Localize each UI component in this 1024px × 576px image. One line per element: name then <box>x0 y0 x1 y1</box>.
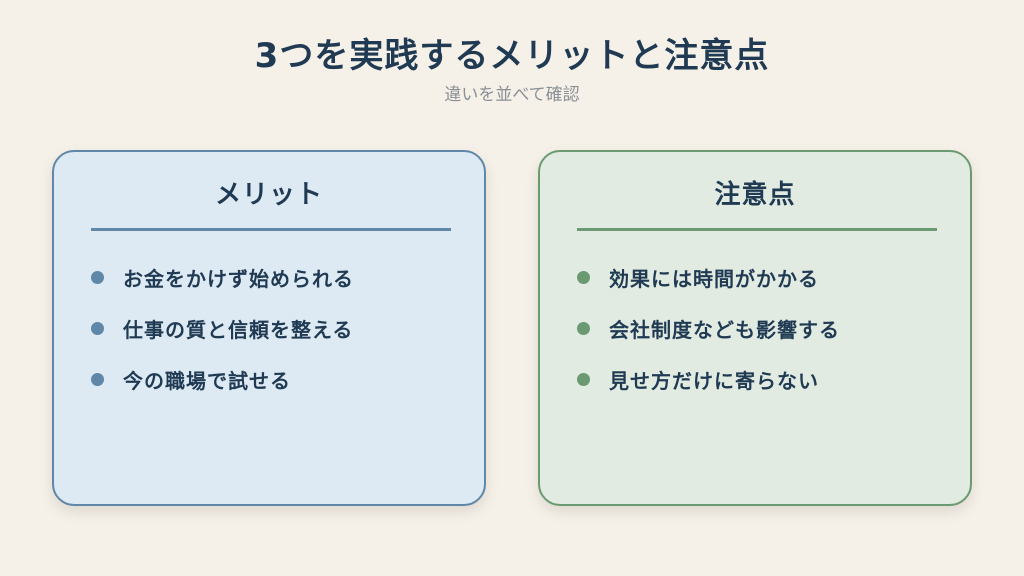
page-title: 3つを実践するメリットと注意点 <box>254 36 770 76</box>
cautions-divider <box>577 228 937 231</box>
list-item: 効果には時間がかかる <box>577 252 840 303</box>
merits-heading: メリット <box>214 180 323 210</box>
page-subtitle: 違いを並べて確認 <box>444 85 580 105</box>
list-item: お金をかけず始められる <box>91 252 354 303</box>
cautions-list: 効果には時間がかかる 会社制度なども影響する 見せ方だけに寄らない <box>577 252 840 405</box>
list-item: 仕事の質と信頼を整える <box>91 303 354 354</box>
bullet-dot-icon <box>91 373 104 386</box>
bullet-dot-icon <box>91 271 104 284</box>
bullet-dot-icon <box>577 373 590 386</box>
list-item-text: 会社制度なども影響する <box>609 318 840 342</box>
list-item-text: 仕事の質と信頼を整える <box>123 318 354 342</box>
list-item-text: お金をかけず始められる <box>123 267 354 291</box>
merits-divider <box>91 228 451 231</box>
bullet-dot-icon <box>577 322 590 335</box>
bullet-dot-icon <box>577 271 590 284</box>
cautions-heading: 注意点 <box>714 180 796 210</box>
merits-card: メリット お金をかけず始められる 仕事の質と信頼を整える 今の職場で試せる <box>52 150 486 506</box>
merits-list: お金をかけず始められる 仕事の質と信頼を整える 今の職場で試せる <box>91 252 354 405</box>
cautions-card: 注意点 効果には時間がかかる 会社制度なども影響する 見せ方だけに寄らない <box>538 150 972 506</box>
list-item-text: 見せ方だけに寄らない <box>609 369 819 393</box>
list-item: 見せ方だけに寄らない <box>577 354 840 405</box>
list-item-text: 効果には時間がかかる <box>609 267 819 291</box>
list-item: 会社制度なども影響する <box>577 303 840 354</box>
bullet-dot-icon <box>91 322 104 335</box>
list-item: 今の職場で試せる <box>91 354 354 405</box>
list-item-text: 今の職場で試せる <box>123 369 291 393</box>
